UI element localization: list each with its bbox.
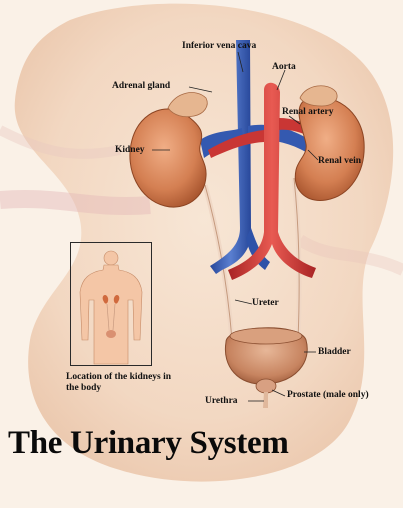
label-renal-artery: Renal artery	[282, 107, 333, 118]
inset-caption: Location of the kidneys in the body	[66, 372, 186, 394]
label-adrenal-gland: Adrenal gland	[112, 81, 170, 92]
label-renal-vein: Renal vein	[318, 156, 361, 167]
label-kidney: Kidney	[115, 145, 145, 156]
diagram-title: The Urinary System	[8, 424, 289, 462]
label-inferior-vena-cava: Inferior vena cava	[182, 41, 256, 52]
inset-frame	[70, 242, 152, 366]
label-bladder: Bladder	[318, 347, 351, 358]
label-aorta: Aorta	[272, 62, 296, 73]
label-ureter: Ureter	[252, 298, 279, 309]
label-urethra: Urethra	[205, 396, 238, 407]
label-prostate: Prostate (male only)	[287, 390, 369, 401]
